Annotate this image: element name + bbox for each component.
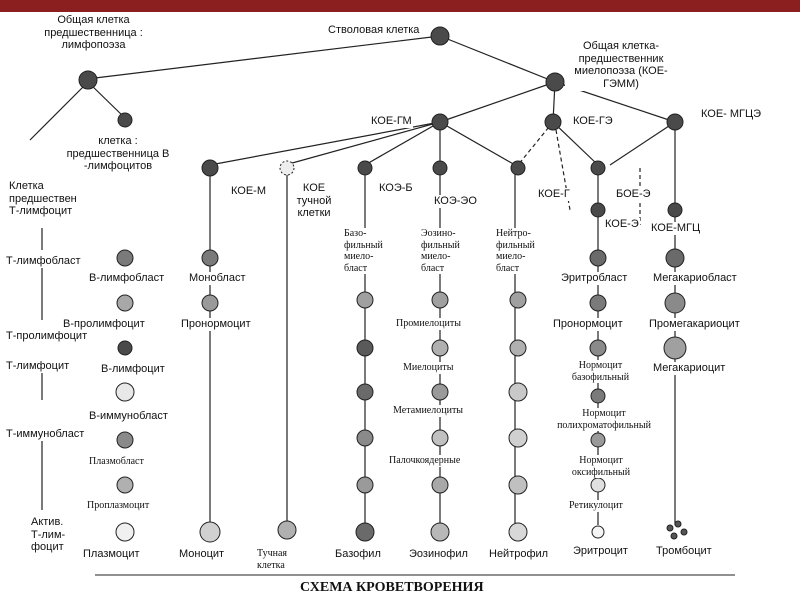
label-t-prolymphocyte: Т-пролимфоцит bbox=[5, 330, 89, 343]
label-lymph-progenitor: Общая клетка предшественница : лимфопоэз… bbox=[10, 14, 177, 52]
label-t-lymphoblast: Т-лимфобласт bbox=[5, 255, 82, 268]
label-koe-mast: КОЕ тучной клетки bbox=[288, 182, 340, 220]
label-b-lymphocyte: В-лимфоцит bbox=[100, 363, 166, 376]
label-monocyte: Моноцит bbox=[178, 548, 226, 561]
label-megakaryoblast: Мегакариобласт bbox=[652, 272, 738, 285]
label-pronormocyte-mono: Пронормоцит bbox=[180, 318, 252, 331]
label-metamyelocytes: Метамиелоциты bbox=[392, 405, 465, 417]
label-koe-g: КОЕ-Г bbox=[537, 188, 571, 201]
label-normocyte-poly: Нормоцит полихроматофильный bbox=[548, 408, 660, 431]
label-koe-m: КОЕ-М bbox=[230, 185, 268, 198]
label-koe-mgc: КОЕ-МГЦ bbox=[650, 222, 702, 235]
cells bbox=[78, 26, 688, 543]
label-erythrocyte: Эритроцит bbox=[572, 545, 629, 558]
label-b-immunoblast: В-иммунобласт bbox=[88, 410, 169, 423]
label-mast-cell: Тучная клетка bbox=[256, 548, 308, 571]
label-b-prolymphocyte: В-пролимфоцит bbox=[62, 318, 146, 331]
label-eosinophil: Эозинофил bbox=[408, 548, 469, 561]
label-proplasmocyte: Проплазмоцит bbox=[86, 500, 151, 512]
label-reticulocyte: Ретикулоцит bbox=[568, 500, 624, 512]
label-erythroblast: Эритробласт bbox=[560, 272, 629, 285]
label-t-active: Актив. Т-лим- фоцит bbox=[30, 516, 77, 554]
label-t-lymphocyte: Т-лимфоцит bbox=[5, 360, 71, 373]
label-baso-myeloblast: Базо- фильный миело- бласт bbox=[343, 228, 390, 274]
label-koe-ge: КОЕ-ГЭ bbox=[572, 115, 614, 128]
label-boe-e: БОЕ-Э bbox=[615, 188, 652, 201]
label-koe-e: КОЕ-Э bbox=[604, 218, 640, 231]
label-monoblast: Монобласт bbox=[188, 272, 247, 285]
label-megakaryocyte: Мегакариоцит bbox=[652, 362, 727, 375]
label-koe-gm: КОЕ-ГМ bbox=[370, 115, 413, 128]
label-thrombocyte: Тромбоцит bbox=[655, 545, 713, 558]
label-band-cells: Палочкоядерные bbox=[388, 455, 462, 467]
diagram-title: СХЕМА КРОВЕТВОРЕНИЯ bbox=[300, 580, 484, 595]
top-accent-bar bbox=[0, 0, 800, 12]
label-stem-cell: Стволовая клетка bbox=[327, 24, 421, 37]
label-plasmoblast: Плазмобласт bbox=[88, 456, 145, 468]
label-myeloid-progenitor: Общая клетка-предшественник миелопоэза (… bbox=[565, 40, 677, 91]
label-myelocytes: Миелоциты bbox=[402, 362, 455, 374]
label-b-progenitor: клетка : предшественница В -лимфоцитов bbox=[62, 135, 174, 173]
label-koe-b: КОЭ-Б bbox=[378, 182, 414, 195]
label-koe-mgce: КОЕ- МГЦЭ bbox=[700, 108, 763, 121]
label-neutrophil: Нейтрофил bbox=[488, 548, 550, 561]
label-t-progenitor: Клетка предшествен Т-лимфоцит bbox=[8, 180, 80, 218]
label-eo-myeloblast: Эозино- фильный миело- бласт bbox=[420, 228, 467, 274]
label-plasmocyte: Плазмоцит bbox=[82, 548, 141, 561]
label-t-immunoblast: Т-иммунобласт bbox=[5, 428, 86, 441]
label-promegakaryocyte: Промегакариоцит bbox=[648, 318, 741, 331]
label-normocyte-oxy: Нормоцит оксифильный bbox=[550, 455, 652, 478]
label-neutro-myeloblast: Нейтро- фильный миело- бласт bbox=[495, 228, 542, 274]
label-b-lymphoblast: В-лимфобласт bbox=[88, 272, 166, 285]
dashed-lines bbox=[517, 121, 641, 225]
label-koe-eo: КОЭ-ЭО bbox=[433, 195, 478, 208]
label-normocyte-baso: Нормоцит базофильный bbox=[552, 360, 649, 383]
label-promyelocytes: Промиелоциты bbox=[395, 318, 462, 330]
label-pronormocyte-ery: Пронормоцит bbox=[552, 318, 624, 331]
label-basophil: Базофил bbox=[334, 548, 382, 561]
